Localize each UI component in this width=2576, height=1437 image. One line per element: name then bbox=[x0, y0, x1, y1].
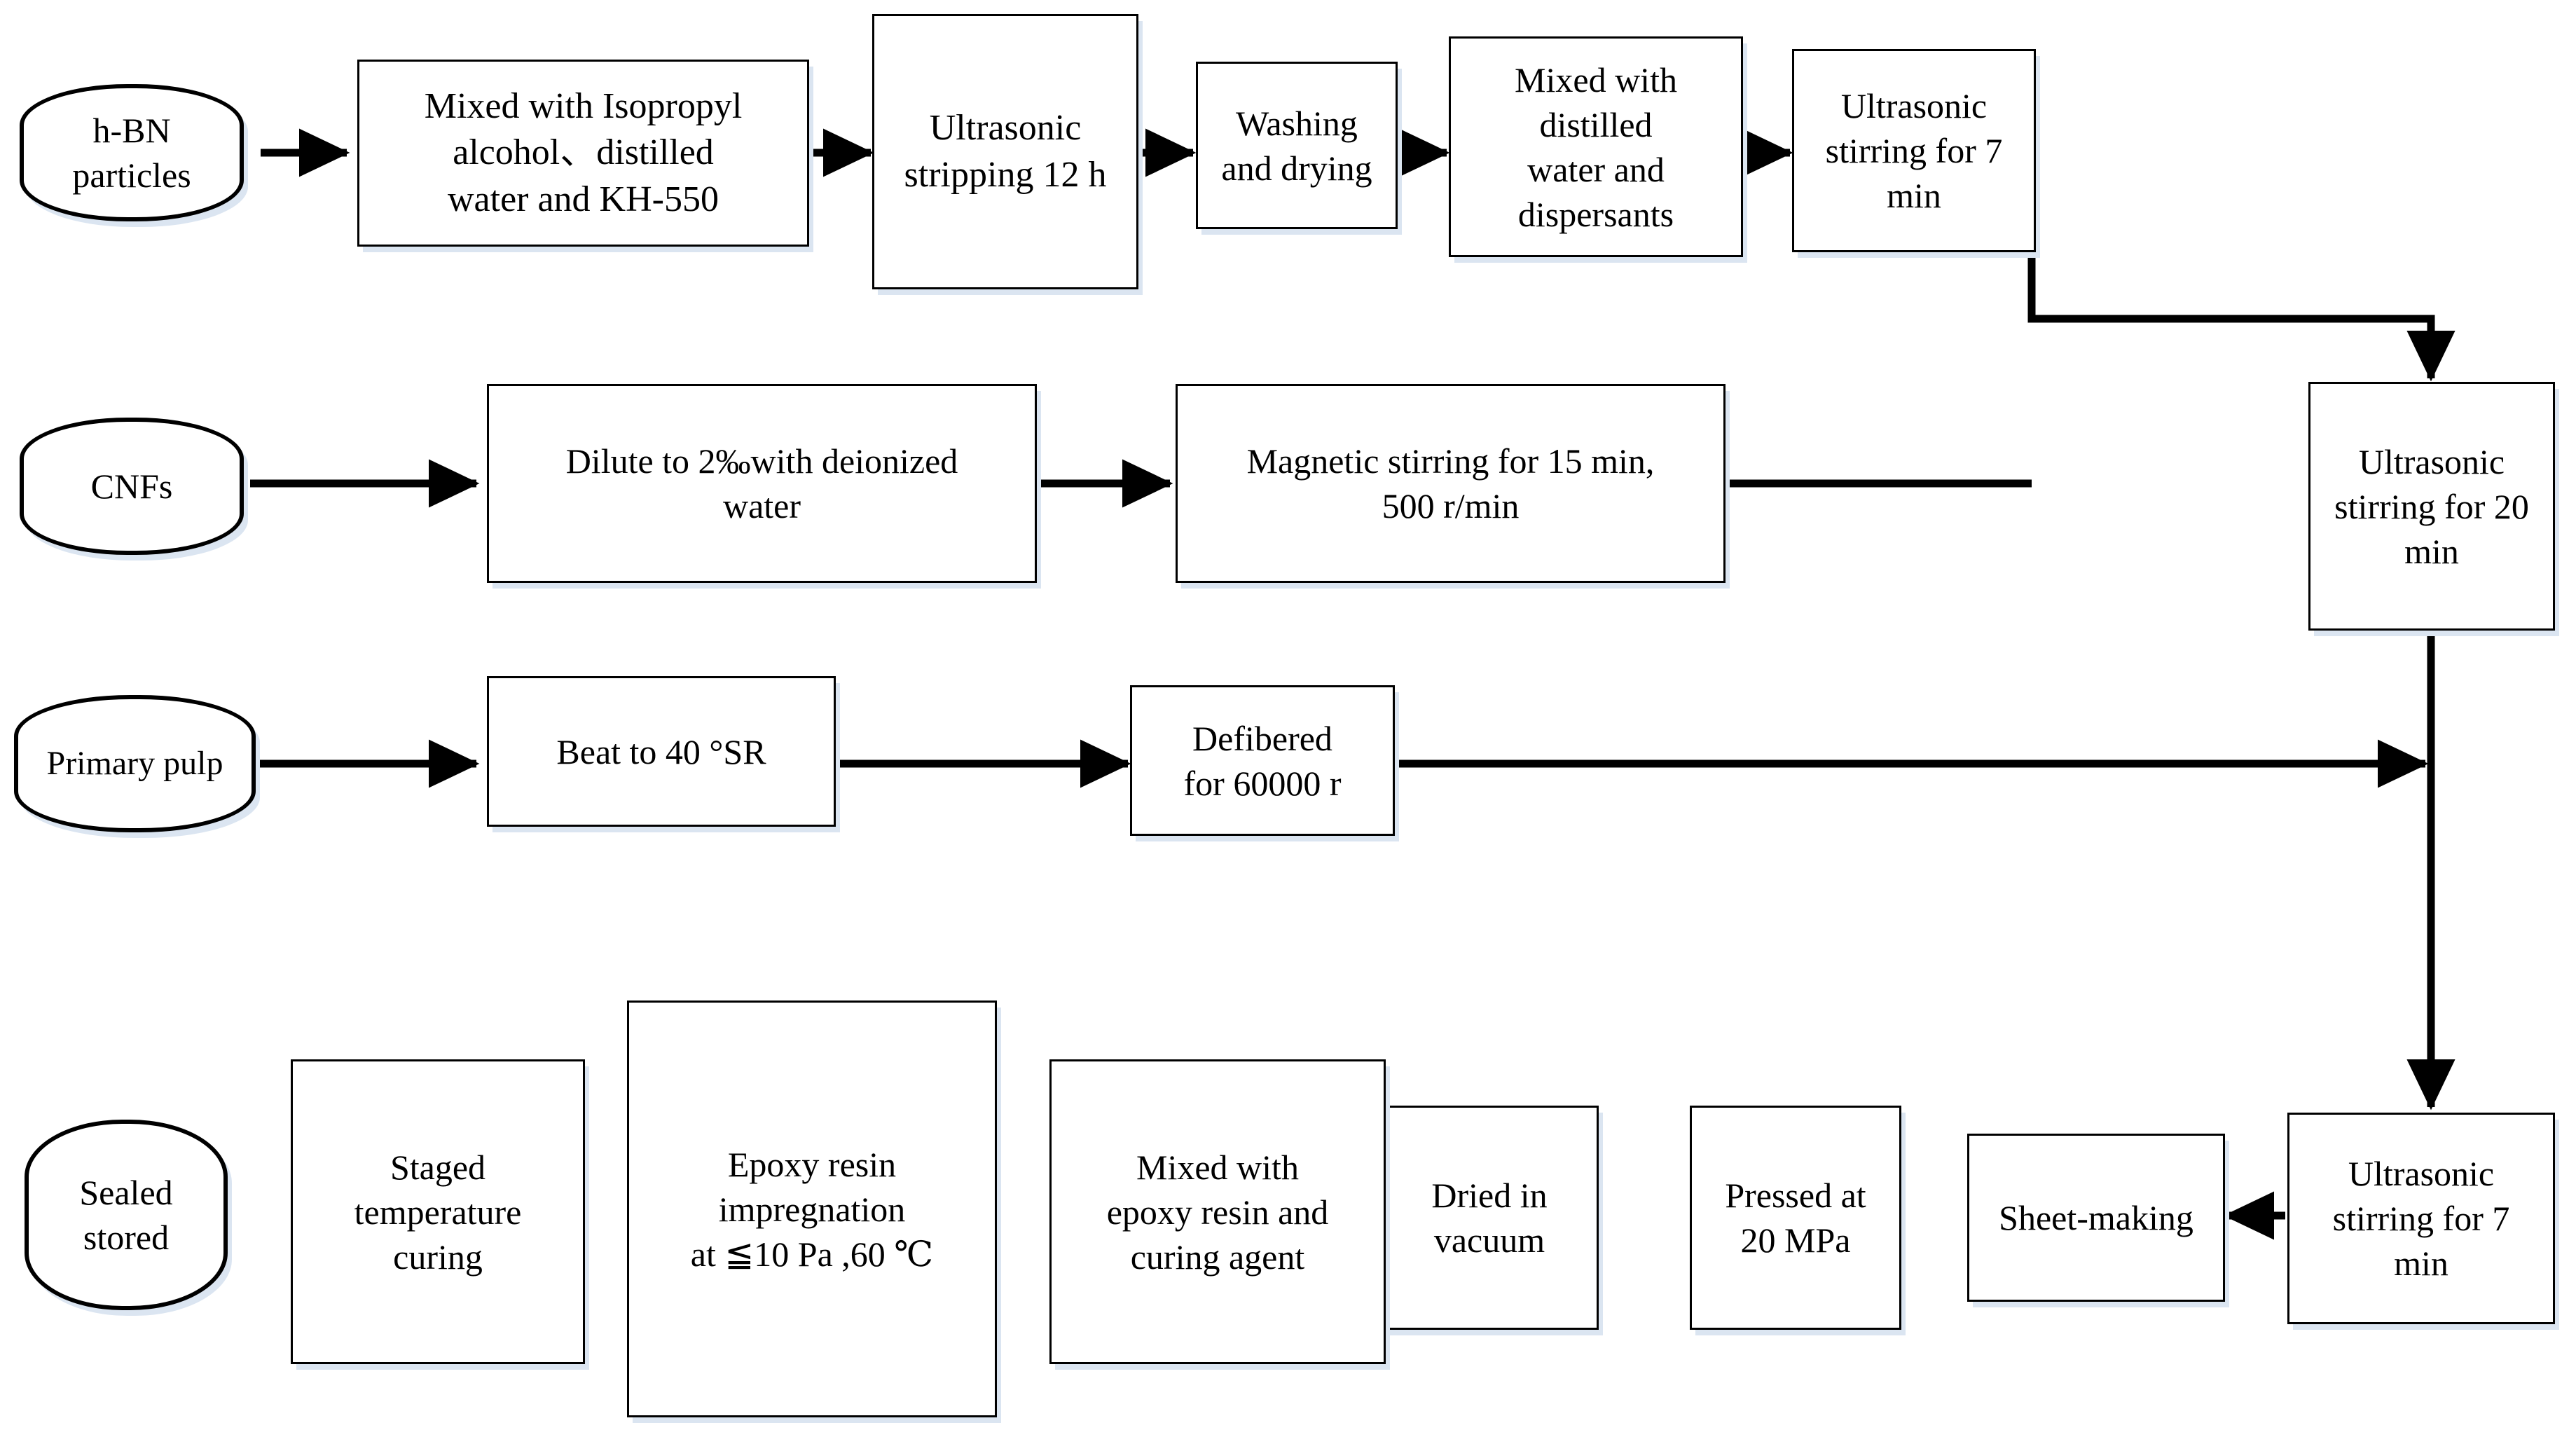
node-ultrasonic-stripping[interactable]: Ultrasonic stripping 12 h bbox=[872, 14, 1138, 289]
node-dried-vacuum[interactable]: Dried in vacuum bbox=[1380, 1106, 1599, 1330]
node-washing-drying[interactable]: Washing and drying bbox=[1196, 62, 1398, 229]
node-ultrasonic-7min-bottom[interactable]: Ultrasonic stirring for 7 min bbox=[2287, 1113, 2555, 1324]
node-washing-drying-label: Washing and drying bbox=[1221, 103, 1372, 188]
node-sheet-making[interactable]: Sheet-making bbox=[1967, 1134, 2225, 1302]
node-magnetic-stirring-label: Magnetic stirring for 15 min, 500 r/min bbox=[1246, 441, 1655, 525]
node-sealed-stored[interactable]: Sealed stored bbox=[25, 1120, 228, 1310]
node-pressed-label: Pressed at 20 MPa bbox=[1725, 1176, 1866, 1260]
node-defibered-label: Defibered for 60000 r bbox=[1183, 718, 1342, 803]
node-beat-label: Beat to 40 °SR bbox=[556, 731, 766, 771]
node-ultrasonic-7min-top[interactable]: Ultrasonic stirring for 7 min bbox=[1792, 49, 2036, 252]
node-cnfs[interactable]: CNFs bbox=[20, 418, 244, 555]
node-mixed-isopropyl[interactable]: Mixed with Isopropyl alcohol、distilled w… bbox=[357, 60, 809, 247]
node-dilute[interactable]: Dilute to 2‰with deionized water bbox=[487, 384, 1037, 583]
node-ultrasonic-7min-top-label: Ultrasonic stirring for 7 min bbox=[1825, 86, 2003, 215]
node-staged-curing[interactable]: Staged temperature curing bbox=[291, 1059, 585, 1364]
node-primary-pulp-label: Primary pulp bbox=[46, 745, 223, 783]
node-primary-pulp[interactable]: Primary pulp bbox=[14, 695, 256, 832]
node-magnetic-stirring[interactable]: Magnetic stirring for 15 min, 500 r/min bbox=[1176, 384, 1726, 583]
node-ultrasonic-stripping-label: Ultrasonic stripping 12 h bbox=[904, 107, 1107, 195]
node-hbn-particles[interactable]: h-BN particles bbox=[20, 84, 244, 221]
node-mixed-epoxy-label: Mixed with epoxy resin and curing agent bbox=[1106, 1147, 1329, 1277]
node-dried-vacuum-label: Dried in vacuum bbox=[1431, 1176, 1548, 1260]
node-mixed-distilled[interactable]: Mixed with distilled water and dispersan… bbox=[1449, 36, 1743, 257]
node-epoxy-impregnation[interactable]: Epoxy resin impregnation at ≦10 Pa ,60 ℃ bbox=[627, 1001, 997, 1417]
node-ultrasonic-20min[interactable]: Ultrasonic stirring for 20 min bbox=[2308, 382, 2555, 631]
node-pressed[interactable]: Pressed at 20 MPa bbox=[1690, 1106, 1901, 1330]
node-ultrasonic-20min-label: Ultrasonic stirring for 20 min bbox=[2334, 441, 2529, 571]
node-mixed-isopropyl-label: Mixed with Isopropyl alcohol、distilled w… bbox=[424, 85, 743, 219]
node-dilute-label: Dilute to 2‰with deionized water bbox=[565, 441, 958, 525]
node-mixed-epoxy[interactable]: Mixed with epoxy resin and curing agent bbox=[1049, 1059, 1386, 1364]
node-defibered[interactable]: Defibered for 60000 r bbox=[1130, 685, 1395, 836]
node-sealed-stored-label: Sealed stored bbox=[79, 1173, 173, 1257]
node-sheet-making-label: Sheet-making bbox=[1999, 1198, 2193, 1237]
node-mixed-distilled-label: Mixed with distilled water and dispersan… bbox=[1515, 60, 1677, 234]
node-beat[interactable]: Beat to 40 °SR bbox=[487, 676, 836, 827]
node-staged-curing-label: Staged temperature curing bbox=[354, 1147, 522, 1277]
node-cnfs-label: CNFs bbox=[90, 467, 173, 506]
node-epoxy-impregnation-label: Epoxy resin impregnation at ≦10 Pa ,60 ℃ bbox=[690, 1144, 934, 1274]
node-ultrasonic-7min-bottom-label: Ultrasonic stirring for 7 min bbox=[2332, 1154, 2510, 1283]
node-hbn-particles-label: h-BN particles bbox=[72, 111, 191, 195]
